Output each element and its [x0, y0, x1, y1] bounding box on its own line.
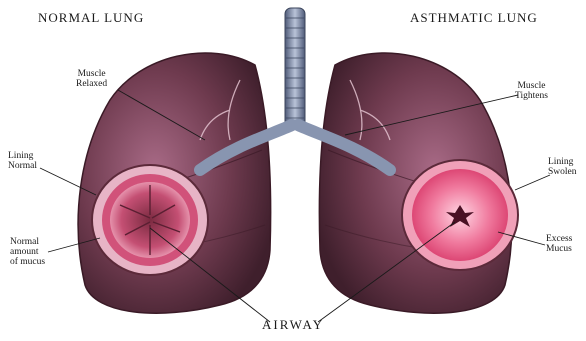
- heading-asthmatic-lung: ASTHMATIC LUNG: [410, 11, 538, 25]
- label-normal-mucus: Normal amount of mucus: [10, 238, 45, 268]
- label-muscle-relaxed: Muscle Relaxed: [76, 70, 107, 90]
- label-airway: AIRWAY: [262, 318, 324, 332]
- asthmatic-airway-section: [402, 160, 518, 270]
- label-lining-normal: Lining Normal: [8, 152, 37, 172]
- label-lining-swollen: Lining Swolen: [548, 158, 577, 178]
- label-muscle-tightens: Muscle Tightens: [515, 82, 548, 102]
- heading-normal-lung: NORMAL LUNG: [38, 11, 144, 25]
- normal-airway-section: [92, 165, 208, 275]
- label-excess-mucus: Excess Mucus: [546, 235, 572, 255]
